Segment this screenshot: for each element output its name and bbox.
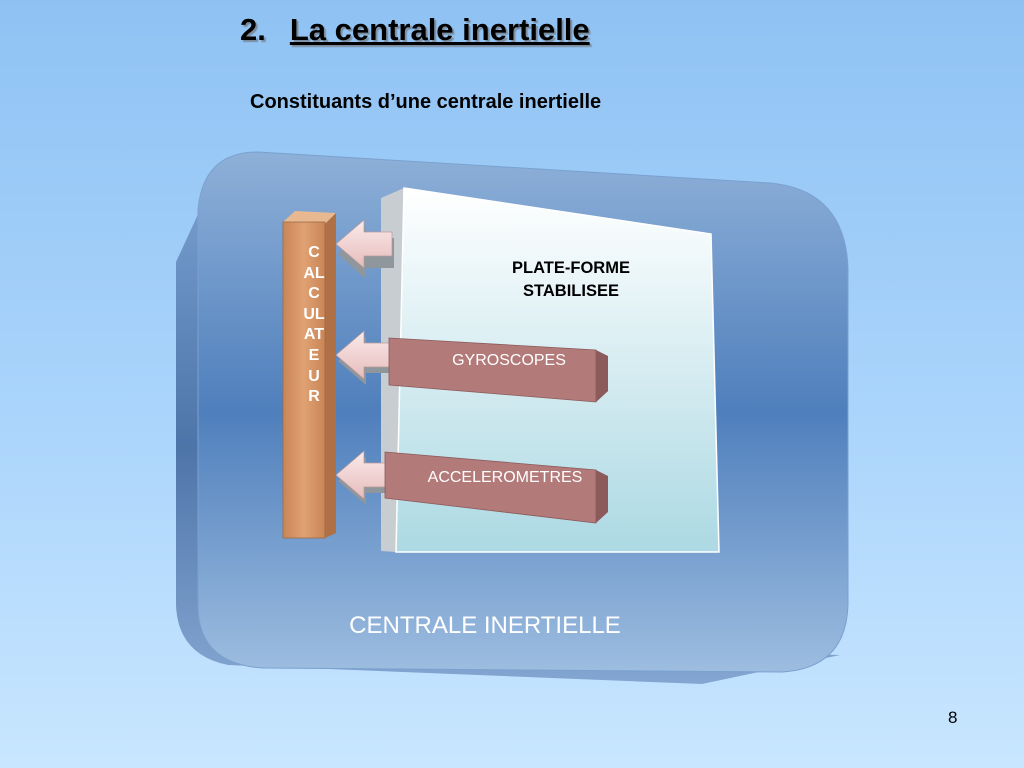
accelerometres-label: ACCELEROMETRES	[427, 469, 583, 486]
slide-title-number: 2.	[240, 12, 266, 47]
slide-subtitle: Constituants d’une centrale inertielle	[250, 91, 602, 113]
arrow-top	[335, 219, 394, 279]
calculator-bar	[282, 211, 336, 539]
platform-label-line2: STABILISEE	[523, 282, 619, 300]
arrow-bottom	[335, 450, 394, 505]
gyroscopes-label: GYROSCOPES	[452, 352, 566, 369]
accelerometres-block	[384, 451, 608, 524]
arrow-middle	[335, 330, 394, 385]
gyroscopes-block	[388, 337, 608, 403]
centrale-label: CENTRALE INERTIELLE	[349, 612, 621, 639]
platform-label-line1: PLATE-FORME	[512, 259, 630, 277]
page-number: 8	[948, 708, 958, 727]
slide-title-text: La centrale inertielle	[289, 12, 590, 47]
calculator-label: CALCULATEUR	[303, 244, 325, 406]
platform-label: PLATE-FORME STABILISEE	[476, 257, 666, 303]
slide-title: 2. La centrale inertielle	[240, 12, 590, 48]
